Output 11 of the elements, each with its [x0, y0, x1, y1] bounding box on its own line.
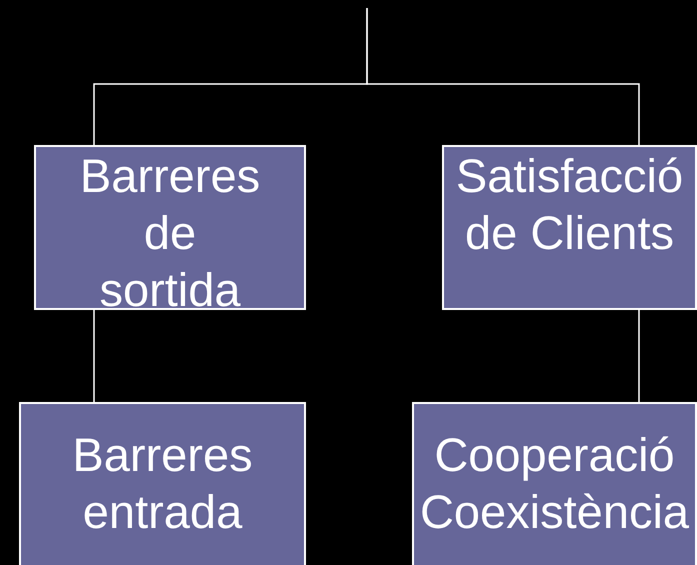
connector-line — [638, 310, 640, 402]
concept-box — [442, 145, 697, 310]
box-text: Cooperació Coexistència — [418, 427, 690, 540]
connector-line — [366, 8, 640, 145]
concept-box — [412, 402, 697, 565]
connector-line — [93, 310, 95, 402]
concept-box — [19, 402, 306, 565]
box-text: Barreres entrada — [71, 427, 254, 540]
concept-box — [34, 145, 306, 310]
box-text: Satisfacció de Clients — [454, 148, 684, 261]
box-text: Barreres de sortida — [78, 148, 262, 318]
